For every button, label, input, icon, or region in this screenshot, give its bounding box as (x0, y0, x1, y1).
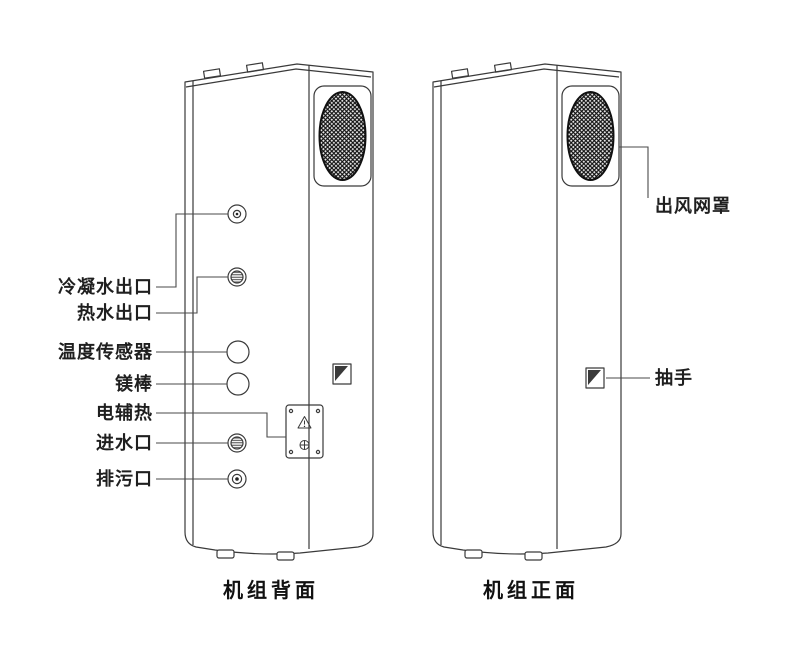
temp-sensor-port (226, 340, 250, 364)
leader-condensate-outlet (156, 213, 228, 288)
water-inlet-port (227, 433, 247, 453)
electric-heater-plate (285, 404, 324, 459)
front-unit-foot-1 (464, 549, 483, 559)
front-unit-outline (432, 63, 622, 555)
back-unit-top-vent-2 (245, 62, 265, 73)
label-water-inlet: 进水口 (96, 433, 153, 453)
front-unit-top-vent-2 (493, 62, 513, 73)
label-electric-heater: 电辅热 (96, 403, 153, 423)
caption-back-view: 机组背面 (223, 580, 319, 602)
front-unit-top-edge-line (433, 68, 620, 88)
leader-hot-water-outlet (156, 276, 228, 314)
back-unit-outline (184, 63, 374, 555)
back-unit-foot-1 (216, 549, 235, 559)
back-unit-top-vent-1 (202, 68, 222, 79)
label-hot-water-outlet: 热水出口 (77, 303, 153, 323)
fan-grille-back (313, 85, 372, 187)
label-magnesium-rod: 镁棒 (115, 374, 153, 394)
leader-lines (156, 146, 650, 480)
label-drain-outlet: 排污口 (96, 469, 153, 489)
magnesium-rod-port (226, 372, 250, 396)
screw-plus-icon (299, 440, 310, 450)
hot-water-outlet-port (227, 267, 247, 287)
back-unit-foot-2 (276, 551, 295, 561)
label-handle: 抽手 (655, 368, 693, 388)
condensate-outlet-port (227, 204, 247, 224)
handle-back (332, 363, 352, 385)
leader-electric-heater (156, 412, 286, 438)
label-condensate-outlet: 冷凝水出口 (58, 277, 153, 297)
leader-air-outlet-grille (619, 146, 649, 198)
label-air-outlet-grille: 出风网罩 (655, 196, 731, 216)
front-unit-foot-2 (524, 551, 543, 561)
warning-triangle-icon (297, 416, 312, 429)
front-unit-top-vent-1 (450, 68, 470, 79)
fan-grille-front (561, 85, 620, 187)
drain-outlet-port (227, 469, 247, 489)
label-temp-sensor: 温度传感器 (58, 342, 153, 362)
front-unit-drawing (432, 62, 622, 561)
handle-front (585, 367, 605, 389)
caption-front-view: 机组正面 (483, 580, 579, 602)
back-unit-top-edge-line (185, 68, 372, 88)
back-unit-drawing (184, 62, 374, 561)
